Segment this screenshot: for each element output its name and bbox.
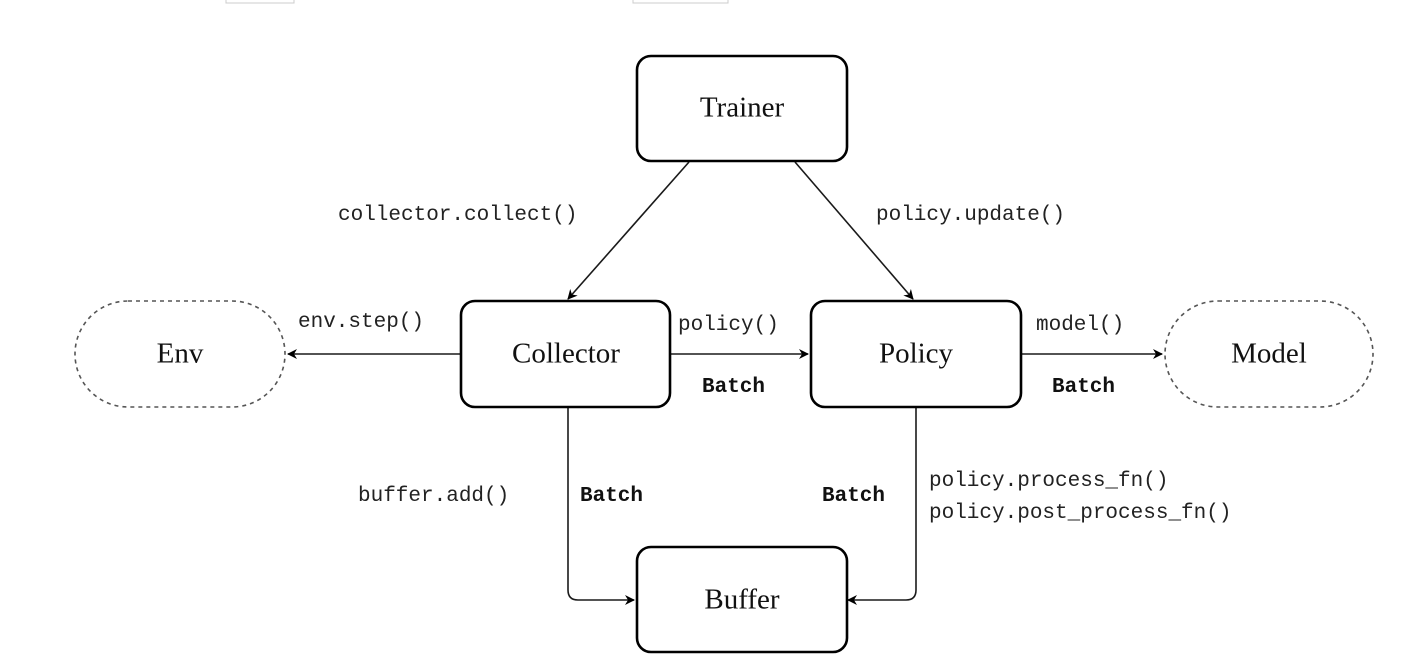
label-batch-buffer-policy: Batch xyxy=(822,485,885,508)
cropped-shape-right xyxy=(632,0,729,4)
label-buffer-add: buffer.add() xyxy=(358,485,509,508)
node-trainer: Trainer xyxy=(635,54,849,163)
label-process-fn: policy.process_fn() xyxy=(929,470,1168,493)
node-collector: Collector xyxy=(459,299,672,409)
label-policy-call: policy() xyxy=(678,314,779,337)
node-env: Env xyxy=(74,300,286,408)
node-buffer-label: Buffer xyxy=(704,584,780,616)
edge-policy-buffer xyxy=(847,408,917,605)
cropped-shape-left xyxy=(225,0,295,4)
node-policy: Policy xyxy=(809,299,1023,409)
label-batch-collector-policy: Batch xyxy=(702,376,765,399)
node-buffer: Buffer xyxy=(635,545,849,654)
label-policy-update: policy.update() xyxy=(876,204,1065,227)
label-env-step: env.step() xyxy=(298,311,424,334)
label-batch-policy-model: Batch xyxy=(1052,376,1115,399)
edge-trainer-policy xyxy=(794,161,914,300)
node-model: Model xyxy=(1164,300,1374,408)
label-collector-collect: collector.collect() xyxy=(338,204,577,227)
node-trainer-label: Trainer xyxy=(700,92,785,124)
label-model-call: model() xyxy=(1036,314,1124,337)
node-policy-label: Policy xyxy=(879,338,954,370)
edge-collector-buffer xyxy=(567,408,635,605)
node-collector-label: Collector xyxy=(512,338,620,370)
edge-trainer-collector xyxy=(567,161,690,300)
node-env-label: Env xyxy=(157,338,204,370)
label-post-process-fn: policy.post_process_fn() xyxy=(929,502,1231,525)
node-model-label: Model xyxy=(1231,338,1307,370)
label-batch-collector-buffer: Batch xyxy=(580,485,643,508)
